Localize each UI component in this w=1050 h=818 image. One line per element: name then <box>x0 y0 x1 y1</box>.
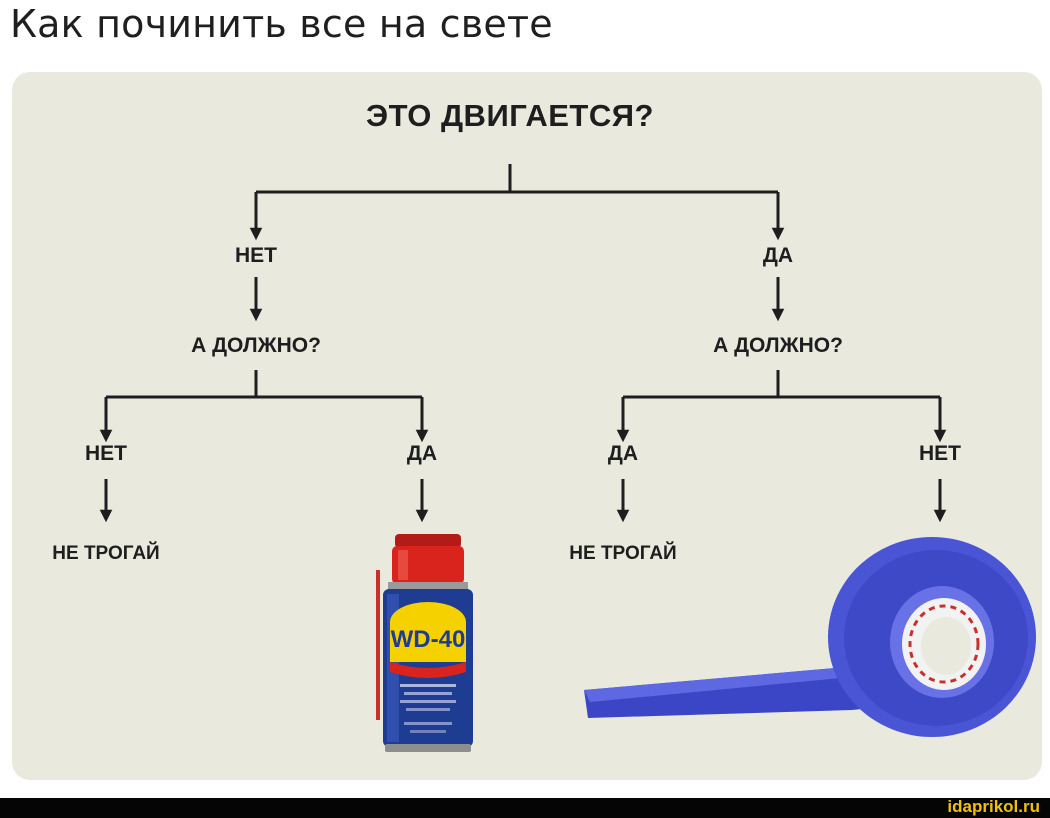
left-right-answer: ДА <box>406 442 438 465</box>
right-followup-question: А ДОЛЖНО? <box>713 334 843 357</box>
left-branch-answer: НЕТ <box>235 244 277 267</box>
wd-40-label: WD-40 <box>391 626 466 653</box>
right-left-answer: ДА <box>607 442 639 465</box>
right-branch-answer: ДА <box>762 244 794 267</box>
flowchart-card: WD-40 ЭТО ДВИГАЕТСЯ? НЕТ ДА А ДОЛЖНО? А … <box>12 72 1042 780</box>
flowchart-connectors: WD-40 <box>99 164 1036 752</box>
blue-tape-image <box>584 537 1036 737</box>
left-left-answer: НЕТ <box>85 442 127 465</box>
post-title: Как починить все на свете <box>10 2 553 46</box>
left-followup-question: А ДОЛЖНО? <box>191 334 321 357</box>
watermark[interactable]: idaprikol.ru <box>947 797 1040 816</box>
root-question: ЭТО ДВИГАЕТСЯ? <box>366 98 654 133</box>
wd-40-can-image: WD-40 <box>376 534 473 752</box>
footer-bar: idaprikol.ru <box>0 797 1050 818</box>
left-result-dont-touch: НЕ ТРОГАЙ <box>52 543 160 564</box>
right-result-dont-touch: НЕ ТРОГАЙ <box>569 543 677 564</box>
right-right-answer: НЕТ <box>919 442 961 465</box>
